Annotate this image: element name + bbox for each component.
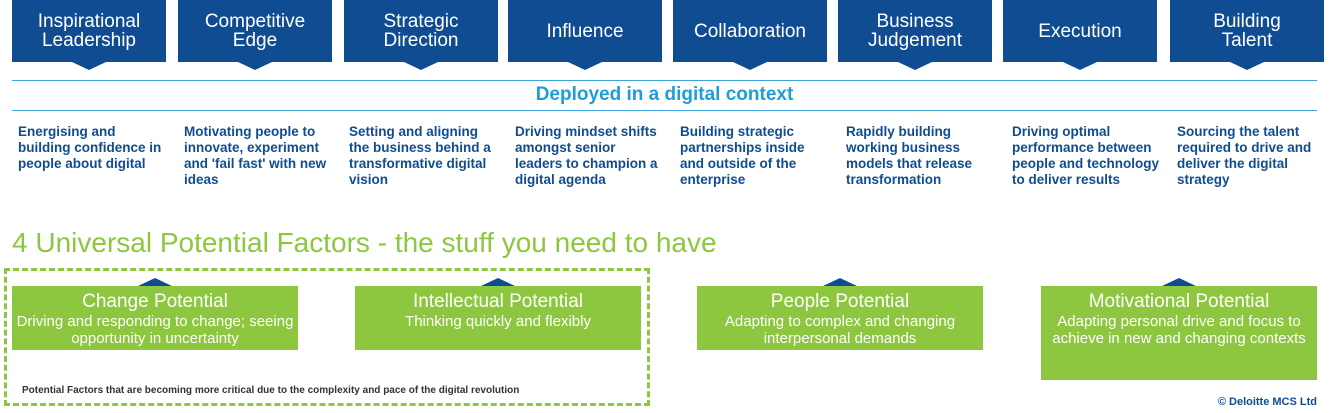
factor-people-potential: People Potential Adapting to complex and…	[697, 278, 983, 350]
competency-title: Execution	[1038, 20, 1122, 42]
competency-title: Competitive Edge	[204, 11, 306, 51]
competency-title: Collaboration	[694, 20, 806, 42]
factor-title: Motivational Potential	[1088, 291, 1270, 312]
competency-box-execution: Execution	[1003, 0, 1157, 70]
factor-title: Change Potential	[82, 291, 228, 312]
competency-title: Inspirational Leadership	[37, 11, 141, 51]
competency-title: Building Talent	[1213, 11, 1281, 51]
deployed-label: Deployed in a digital context	[535, 84, 794, 105]
competency-description: Sourcing the talent required to drive an…	[1177, 124, 1312, 187]
competency-box-building-talent: Building Talent	[1170, 0, 1324, 70]
down-arrow-icon	[898, 62, 932, 70]
up-arrow-icon	[1162, 278, 1196, 286]
competency-description: Setting and aligning the business behind…	[349, 124, 491, 187]
factor-description: Driving and responding to change; seeing…	[16, 313, 294, 347]
factor-title: Intellectual Potential	[412, 291, 584, 312]
competency-box-competitive-edge: Competitive Edge	[178, 0, 332, 70]
competency-box-strategic-direction: Strategic Direction	[344, 0, 498, 70]
factor-intellectual-potential: Intellectual Potential Thinking quickly …	[355, 278, 641, 350]
critical-factors-note: Potential Factors that are becoming more…	[22, 385, 520, 396]
competency-box-business-judgement: Business Judgement	[838, 0, 992, 70]
divider-bottom	[12, 110, 1317, 111]
factor-description: Adapting personal drive and focus to ach…	[1052, 313, 1306, 347]
competency-title: Strategic Direction	[383, 11, 459, 51]
competency-title: Business Judgement	[867, 11, 962, 51]
up-arrow-icon	[823, 278, 857, 286]
divider-top	[12, 80, 1317, 81]
down-arrow-icon	[733, 62, 767, 70]
factor-change-potential: Change Potential Driving and responding …	[12, 278, 298, 350]
critical-factors-group	[4, 268, 650, 406]
down-arrow-icon	[1230, 62, 1264, 70]
down-arrow-icon	[404, 62, 438, 70]
down-arrow-icon	[568, 62, 602, 70]
down-arrow-icon	[72, 62, 106, 70]
copyright-notice: © Deloitte MCS Ltd	[1217, 396, 1317, 408]
competency-description: Energising and building confidence in pe…	[18, 124, 162, 171]
down-arrow-icon	[238, 62, 272, 70]
competency-description: Motivating people to innovate, experimen…	[184, 124, 327, 187]
factor-description: Thinking quickly and flexibly	[405, 313, 591, 330]
up-arrow-icon	[138, 278, 172, 286]
up-arrow-icon	[481, 278, 515, 286]
competency-description: Rapidly building working business models…	[846, 124, 973, 187]
factor-description: Adapting to complex and changing interpe…	[724, 313, 956, 347]
competency-description: Building strategic partnerships inside a…	[680, 124, 805, 187]
factor-motivational-potential: Motivational Potential Adapting personal…	[1041, 278, 1317, 380]
competency-description: Driving optimal performance between peop…	[1012, 124, 1160, 187]
down-arrow-icon	[1063, 62, 1097, 70]
competency-title: Influence	[546, 20, 624, 42]
competency-box-influence: Influence	[508, 0, 662, 70]
competency-box-inspirational-leadership: Inspirational Leadership	[12, 0, 166, 70]
factor-title: People Potential	[770, 291, 910, 312]
competency-description: Driving mindset shifts amongst senior le…	[515, 124, 658, 187]
competency-box-collaboration: Collaboration	[673, 0, 827, 70]
factors-heading: 4 Universal Potential Factors - the stuf…	[12, 227, 717, 258]
